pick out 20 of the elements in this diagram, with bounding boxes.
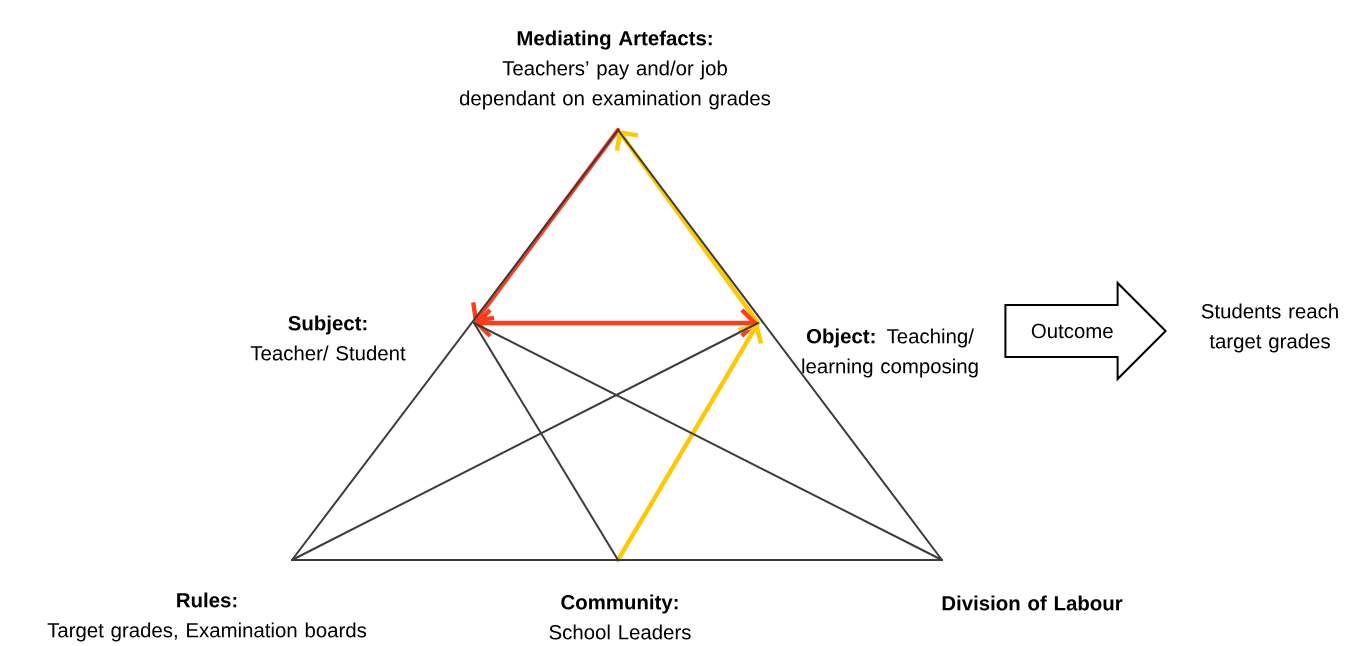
line xyxy=(617,129,943,561)
node-label: Division of Labour xyxy=(942,595,1123,611)
arrow xyxy=(474,308,758,338)
node-label: Subject: Teacher/ Student xyxy=(250,315,406,361)
line xyxy=(473,322,619,561)
line xyxy=(291,129,619,561)
line xyxy=(291,322,759,561)
node-label: Students reach target grades xyxy=(1201,303,1338,353)
line xyxy=(291,559,619,561)
edge-label: Outcome xyxy=(1028,321,1116,341)
arrow xyxy=(615,323,764,563)
arrow xyxy=(614,130,761,326)
node-label: Rules: Target grades, Examination boards xyxy=(47,592,367,642)
block-arrow xyxy=(1004,280,1168,382)
node-label: Mediating Artefacts: Teachers’ pay and/or job dependant on examination grades xyxy=(459,30,771,110)
line xyxy=(617,559,943,561)
arrow xyxy=(471,127,621,323)
node-label: Community: School Leaders xyxy=(549,594,691,640)
line xyxy=(473,322,943,561)
node-label: Object: Teaching/ learning composing xyxy=(802,328,978,378)
